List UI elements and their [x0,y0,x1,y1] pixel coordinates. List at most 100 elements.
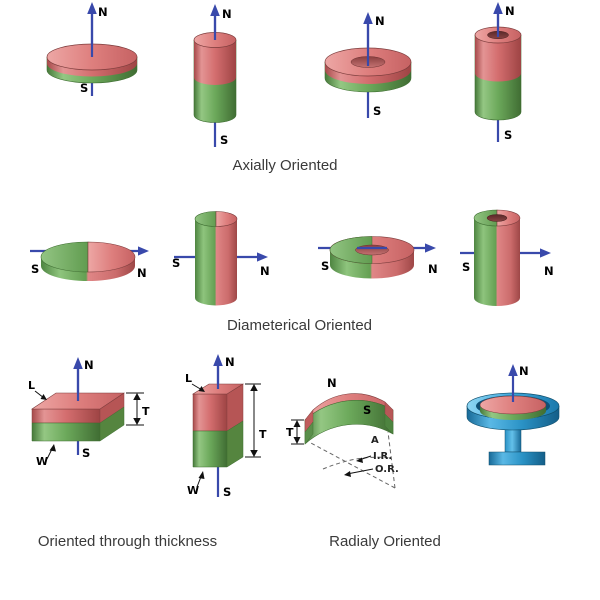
cylinder-top-north-half [215,211,238,227]
thickness-head-up [293,420,301,427]
ring-hole [355,244,389,256]
south-label: S [172,256,180,270]
caption-radial: Radialy Oriented [329,533,441,550]
tube-side-split [474,218,520,306]
figure-block-through-thickness: N S L T W [28,357,150,468]
inner-radius-line [308,441,396,489]
outer-radius-label: O.R. [375,464,399,475]
figure-diametrical-tube: S N [460,209,554,306]
tube-top-south-half [473,209,498,227]
north-label: N [428,262,438,276]
length-leader-head [40,394,47,400]
south-label: S [31,262,39,276]
thickness-label: T [259,428,267,441]
disc-side-north [47,57,137,77]
outer-radius-leader [346,468,374,475]
thickness-head-up [133,393,141,400]
arrowhead-right [540,248,551,258]
south-label: S [462,260,470,274]
disc-top-south-half [40,241,89,273]
caption-axial: Axially Oriented [232,157,338,174]
north-label: N [137,266,147,280]
arrowhead-right [138,246,149,256]
figure-axial-cylinder: N S [193,4,237,147]
arrowhead-up [210,4,220,16]
figure-diametrical-ring: S N [318,236,438,279]
width-leader-head [198,471,205,479]
figure-axial-tube: N S [474,2,522,142]
length-leader-head [198,386,205,392]
north-label: N [505,4,515,18]
figure-tall-block-through-thickness: N S L T W [185,354,267,499]
south-label: S [363,403,371,417]
figure-diametrical-disc: S N [30,241,149,281]
outer-radius-leader-head [344,471,351,477]
inner-radius-leader-head [356,457,363,463]
figure-radial-arc: N S T A I.R. O.R. [286,376,399,489]
arrowhead-up [363,12,373,24]
length-label: L [28,379,35,392]
angle-arc [322,456,392,470]
angle-label: A [371,435,379,446]
north-label: N [544,264,554,278]
north-label: N [519,364,529,378]
south-label: S [223,485,231,499]
caption-through-thickness: Oriented through thickness [37,533,218,550]
thickness-head-down [250,450,258,457]
north-label: N [225,355,235,369]
north-label: N [84,358,94,372]
north-label: N [327,376,337,390]
south-label: S [82,446,90,460]
arrowhead-up [213,354,223,366]
south-label: S [504,128,512,142]
tube-side-north [475,35,521,82]
north-label: N [222,7,232,21]
north-label: N [98,5,108,19]
outer-radius-line [387,431,396,489]
block-right-south [99,406,125,442]
block-front-north [192,393,228,432]
ring-side-north [325,62,411,84]
figure-axial-ring: N S [324,12,412,118]
length-label: L [185,372,192,385]
south-label: S [80,81,88,95]
cylinder-side-split [195,219,237,306]
arrowhead-right [257,252,268,262]
width-leader-head [49,444,56,452]
south-label: S [220,133,228,147]
thickness-label: T [142,405,150,418]
north-label: N [260,264,270,278]
arrowhead-up [87,2,97,14]
tube-hole [486,214,508,222]
thickness-head-down [133,418,141,425]
caption-diametrical: Diameterical Oriented [226,317,373,334]
block-front-south [31,422,101,442]
arc-left-cap-south [304,421,314,445]
arc-right-cap-south [384,413,394,435]
arrowhead-up [73,357,83,369]
block-right-south [226,420,244,468]
width-label: W [187,484,199,497]
figure-pot-magnet: N [466,364,560,466]
figure-diametrical-cylinder: S N [172,211,270,306]
ring-top-south-half [329,236,373,264]
disc-top-north-half [87,241,136,273]
north-label: N [375,14,385,28]
pot-crossbar [488,451,546,466]
figure-axial-disc: N S [46,2,138,96]
tube-top-north-half [496,209,521,227]
thickness-label: T [286,426,294,439]
south-label: S [373,104,381,118]
thickness-head-up [250,384,258,391]
arrowhead-up [508,364,518,376]
block-front-north [31,408,101,424]
arrowhead-up [493,2,503,14]
block-front-south [192,430,228,468]
cylinder-top-south-half [194,211,217,227]
arrowhead-right [425,243,436,253]
disc-side-split [41,257,135,281]
south-label: S [321,259,329,273]
thickness-head-down [293,437,301,444]
cylinder-side-north [194,40,236,86]
